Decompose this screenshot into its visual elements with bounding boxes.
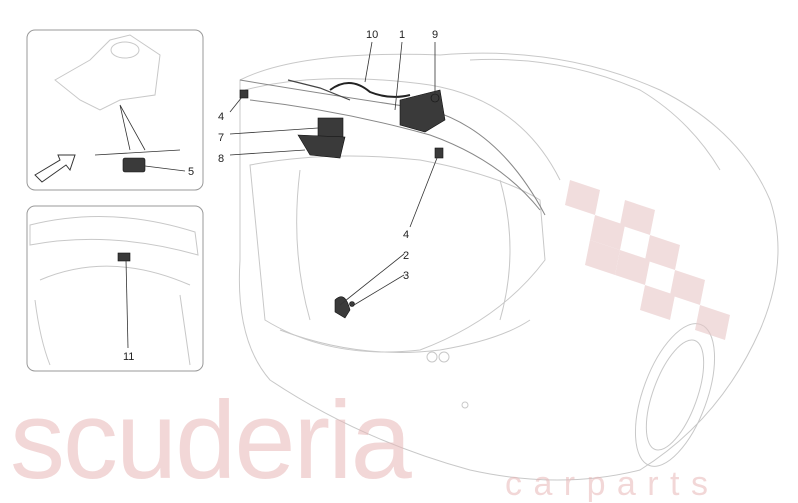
callout-4-top: 4 [218,111,224,123]
callout-1: 1 [399,29,405,41]
checkered-flag-watermark [565,180,730,340]
callout-5: 5 [188,166,194,178]
callouts: 10 1 9 4 7 8 4 2 3 5 11 [123,29,438,363]
callout-7: 7 [218,132,224,144]
cable-10 [329,82,411,98]
watermark-scuderia: scuderia [10,379,413,502]
watermark-carparts: c a r p a r t s [505,465,709,503]
inset-trunk-lid-interior [26,205,204,372]
bumper-4-left [239,89,249,99]
bumper-9 [430,93,440,103]
parts [239,79,446,319]
callout-8: 8 [218,153,224,165]
callout-10: 10 [366,29,378,41]
inset-tunnel-console [26,29,204,191]
callout-9: 9 [432,29,438,41]
callout-3: 3 [403,270,409,282]
car-outline [238,52,779,481]
callout-4-lower: 4 [403,229,409,241]
arrow-icon [34,154,76,183]
handle-8 [297,134,346,159]
trunk-lid-edge [239,79,546,216]
leader-lines [229,41,438,306]
trunk-seal [249,99,541,211]
screw-3 [349,301,355,307]
callout-11: 11 [123,351,134,363]
striker-2 [334,296,351,319]
callout-2: 2 [403,250,409,262]
bumper-4-right [434,147,444,159]
